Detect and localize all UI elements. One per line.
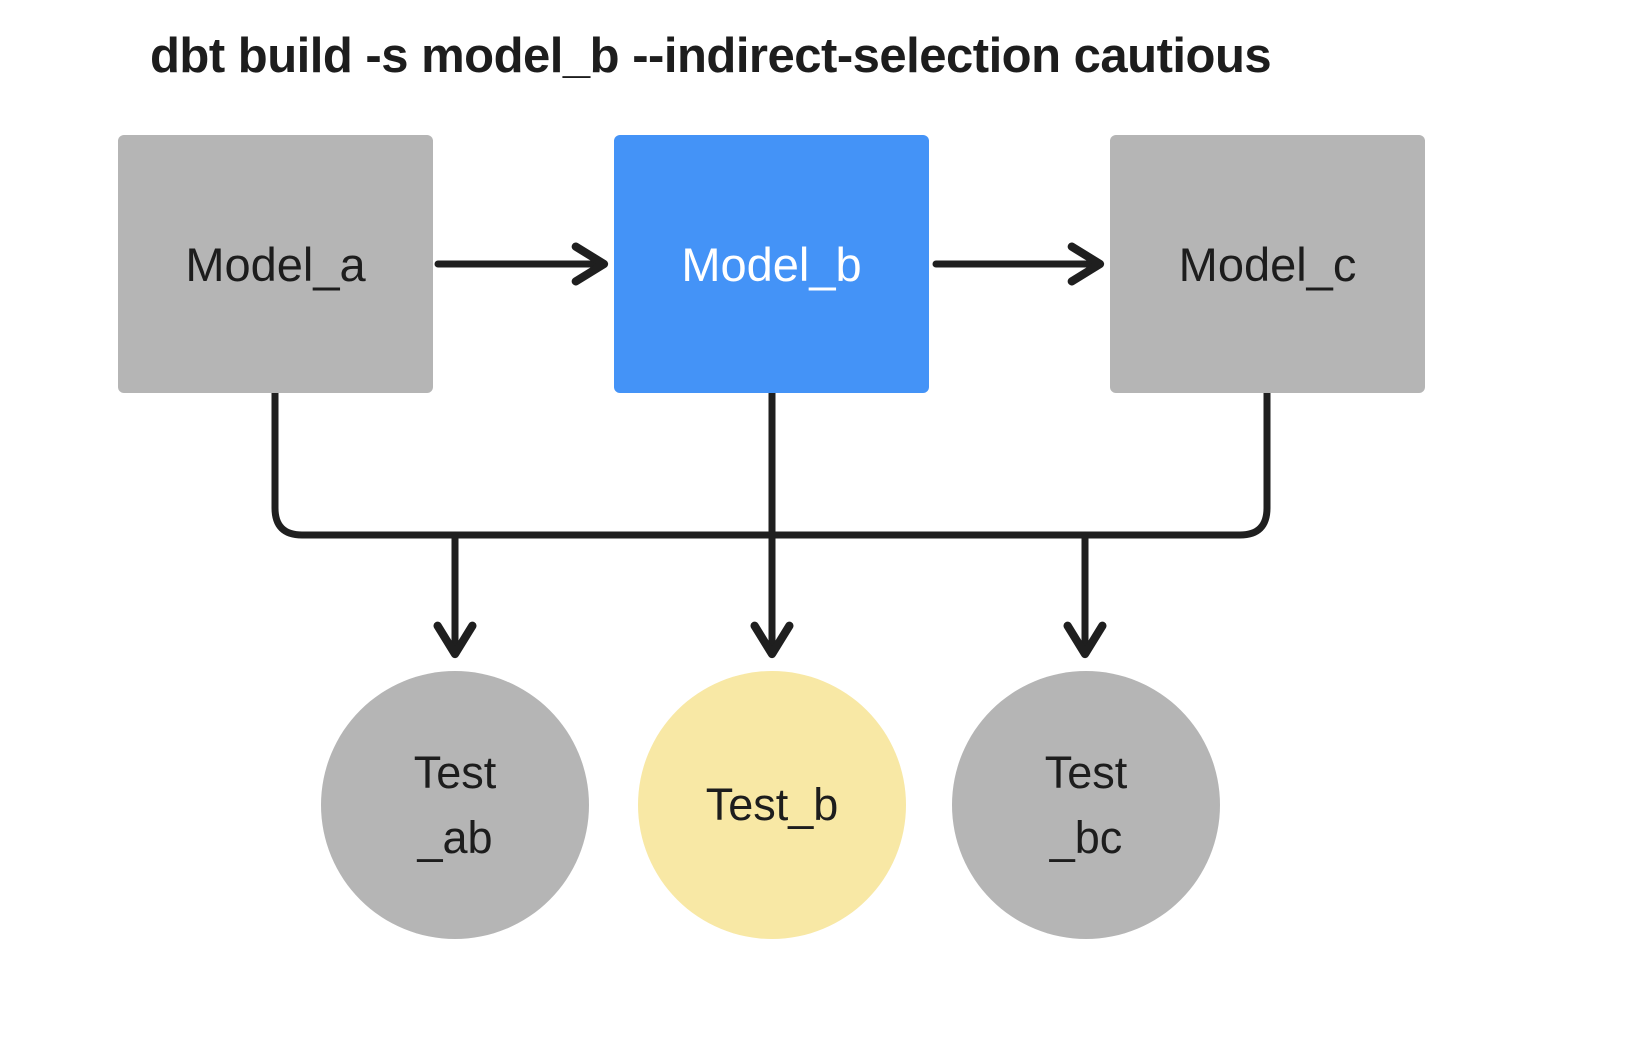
node-test-bc-label-line1: Test [1044, 746, 1128, 798]
node-model-c-label: Model_c [1178, 237, 1357, 291]
diagram-title: dbt build -s model_b --indirect-selectio… [150, 29, 1272, 83]
node-test-b: Test_b [638, 671, 906, 939]
node-test-ab-label-line1: Test [413, 746, 497, 798]
node-model-b: Model_b [614, 135, 929, 393]
node-test-bc: Test _bc [952, 671, 1220, 939]
node-model-c: Model_c [1110, 135, 1425, 393]
node-test-b-label-line1: Test_b [705, 779, 839, 831]
node-test-ab: Test _ab [321, 671, 589, 939]
node-test-ab-label-line2: _ab [417, 812, 493, 863]
node-test-b-label: Test_b [706, 772, 839, 837]
node-test-ab-label: Test _ab [414, 740, 497, 871]
node-test-bc-label: Test _bc [1045, 740, 1128, 871]
node-test-bc-label-line2: _bc [1049, 812, 1123, 863]
node-model-a: Model_a [118, 135, 433, 393]
node-model-b-label: Model_b [681, 237, 862, 291]
node-model-a-label: Model_a [185, 237, 366, 291]
